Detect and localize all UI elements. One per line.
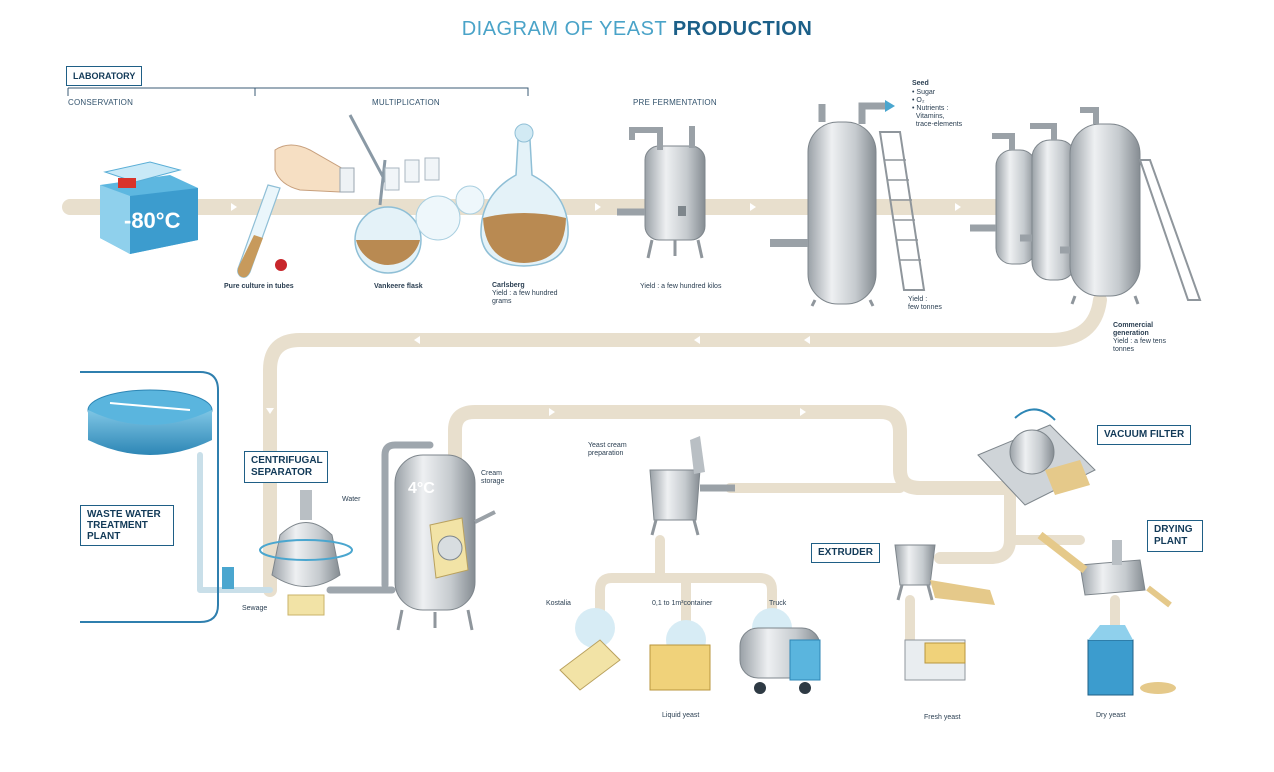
cream-preparation-caption: Yeast cream preparation [588, 442, 627, 457]
vacuum-filter-label: VACUUM FILTER [1097, 425, 1192, 445]
sewage-caption: Sewage [242, 605, 268, 612]
commercial-yield: Yield : a few tens tonnes [1113, 338, 1167, 353]
title-part-1: DIAGRAM OF YEAST [461, 18, 673, 40]
tonnes-yield: Yield : few tonnes [908, 296, 942, 311]
seed-fermentation-tank [770, 100, 926, 307]
waste-water-plant [80, 371, 234, 623]
section-multiplication: MULTIPLICATION [372, 98, 440, 107]
drying-plant-label: DRYING PLANT [1147, 520, 1203, 552]
extruder-label: EXTRUDER [811, 543, 881, 563]
test-tube [237, 144, 355, 278]
seed-inputs: • Sugar • O₂ • Nutrients : Vitamins, tra… [912, 89, 963, 128]
carlsberg-flask [480, 123, 569, 267]
storage-temperature: 4°C [408, 480, 435, 497]
diagram-title: DIAGRAM OF YEAST PRODUCTION [0, 18, 1274, 41]
vankeere-caption: Vankeere flask [374, 283, 423, 290]
prefermentation-tank [617, 126, 706, 259]
laboratory-label: LABORATORY [66, 66, 143, 86]
cream-storage-tank [394, 454, 496, 631]
drying-plant [1037, 531, 1176, 696]
title-part-2: PRODUCTION [672, 18, 813, 40]
flow-arrows [231, 203, 961, 416]
liquid-yeast-outputs [559, 608, 821, 694]
kostalia-caption: Kostalia [546, 600, 571, 607]
laboratory-bracket [67, 87, 529, 96]
container-caption: 0,1 to 1m³container [652, 600, 713, 607]
centrifugal-separator [259, 490, 353, 616]
carlsberg-caption: Carlsberg [492, 282, 525, 289]
carlsberg-yield: Yield : a few hundred grams [492, 290, 558, 305]
vacuum-filter [977, 408, 1096, 506]
extruder [894, 544, 995, 681]
section-conservation: CONSERVATION [68, 98, 134, 107]
pipeline [62, 199, 1120, 645]
dry-yeast-caption: Dry yeast [1096, 712, 1126, 719]
prefermentation-yield: Yield : a few hundred kilos [640, 283, 722, 290]
section-prefermentation: PRE FERMENTATION [633, 98, 717, 107]
seed-title: Seed [912, 80, 929, 87]
commercial-tanks [970, 107, 1202, 305]
vankeere-flask [348, 114, 485, 274]
fresh-yeast-caption: Fresh yeast [924, 714, 961, 721]
cream-preparation-vessel [649, 436, 735, 536]
commercial-caption: Commercial generation [1113, 322, 1154, 337]
waste-water-label: WASTE WATER TREATMENT PLANT [80, 505, 174, 546]
centrifugal-separator-label: CENTRIFUGAL SEPARATOR [244, 451, 328, 483]
truck-caption: Truck [769, 600, 787, 607]
freezer-box [100, 161, 198, 254]
freezer-temperature: -80°C [124, 208, 181, 233]
pure-culture-caption: Pure culture in tubes [224, 283, 294, 290]
liquid-yeast-caption: Liquid yeast [662, 712, 700, 719]
cream-storage-caption: Cream storage [481, 470, 505, 485]
water-caption: Water [342, 496, 361, 503]
